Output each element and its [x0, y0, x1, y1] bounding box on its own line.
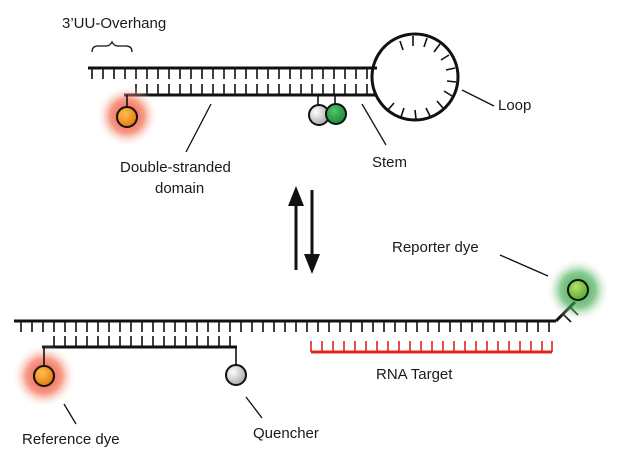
- reference-strand-ticks: [53, 336, 231, 347]
- reference-dye: [33, 365, 55, 387]
- reporter-dye: [567, 279, 589, 301]
- quencher-callout: [245, 396, 263, 419]
- reference-dye-callout: [63, 403, 77, 425]
- domain-label: domain: [155, 180, 204, 197]
- reference-dye-label: Reference dye: [22, 431, 120, 448]
- quencher: [225, 364, 247, 386]
- open-beacon: RNA Target Reference dye Quencher Report…: [12, 239, 610, 448]
- reference-dye-top: [116, 106, 138, 128]
- hairpin-loop: [370, 32, 460, 122]
- reporter-dye-quenched: [325, 103, 347, 125]
- loop-label: Loop: [498, 97, 531, 114]
- reporter-dye-callout: [499, 254, 549, 277]
- closed-beacon: 3’UU-Overhang Loop Double-stranded domai…: [62, 15, 531, 197]
- curly-brace-icon: [91, 40, 133, 53]
- stem-label: Stem: [372, 154, 407, 171]
- loop-callout: [461, 89, 495, 107]
- double-stranded-label: Double-stranded: [120, 159, 231, 176]
- probe-strand-ticks: [20, 321, 550, 332]
- domain-callout: [185, 103, 212, 153]
- loop-ticks: [387, 36, 457, 120]
- rna-target-label: RNA Target: [376, 366, 453, 383]
- upper-strand-ticks: [91, 68, 368, 79]
- overhang-label: 3’UU-Overhang: [62, 15, 166, 32]
- reporter-dye-label: Reporter dye: [392, 239, 479, 256]
- stem-callout: [361, 103, 387, 146]
- equilibrium-arrows-icon: [288, 186, 320, 274]
- lower-strand-ticks: [135, 84, 368, 95]
- rna-target-ticks: [310, 341, 553, 352]
- quencher-label: Quencher: [253, 425, 319, 442]
